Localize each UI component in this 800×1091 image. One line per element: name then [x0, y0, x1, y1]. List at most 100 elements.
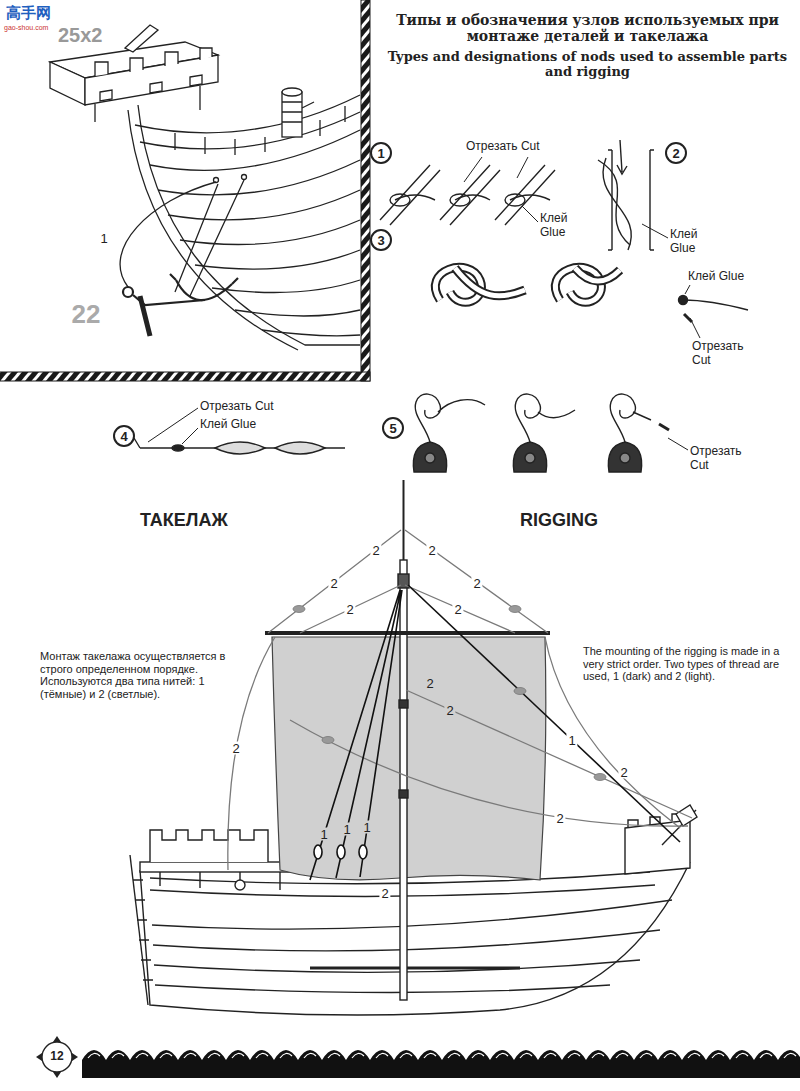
knot-five: [608, 394, 669, 472]
rigging-number: 2: [328, 577, 339, 590]
step-number-text: 5: [389, 422, 396, 435]
leader-line: [182, 428, 198, 444]
rigging-block: [509, 606, 521, 613]
page-number: 12: [50, 1050, 63, 1064]
ship-hull: [140, 862, 290, 872]
ship-hull: [155, 985, 610, 993]
knot-one: [380, 165, 440, 225]
knot-three: [555, 267, 620, 302]
knot-five: [515, 394, 575, 442]
knot-five: [659, 424, 669, 430]
part-count: 25x2: [58, 24, 103, 47]
ship-bow: [235, 310, 360, 316]
sail: [272, 637, 546, 880]
knot-four: [134, 438, 345, 454]
knot-one: [395, 195, 435, 200]
glue-note: Клей Glue: [670, 228, 704, 256]
rigging-note: The mounting of the rigging is made in a…: [583, 645, 788, 683]
rigging-number: 2: [344, 603, 355, 616]
wave-border: [82, 1050, 800, 1078]
ship-bow: [95, 86, 200, 122]
knot-five: [525, 453, 535, 463]
anchor: [176, 280, 232, 300]
knot-five: [413, 442, 446, 472]
rigging-number: 1: [341, 823, 352, 836]
rigging-number: 1: [566, 734, 577, 747]
light-rigging: [300, 585, 515, 633]
knot-two: [684, 314, 692, 322]
knot-four: [215, 442, 265, 454]
knot-five: [608, 442, 641, 472]
glue-note: Клей Glue: [688, 270, 744, 284]
step-number: 5: [382, 417, 404, 439]
anchor: [123, 274, 238, 336]
watermark: 高手网: [6, 4, 51, 21]
ship-hull: [130, 855, 148, 1005]
rigging-number: 2: [444, 704, 455, 717]
leader-line: [668, 438, 688, 450]
knot-one: [510, 195, 550, 200]
compass-rose: [36, 1036, 78, 1078]
mast: [265, 631, 550, 635]
ship-hull: [154, 960, 640, 972]
rigging-block: [293, 606, 606, 781]
rigging-number: 1: [361, 821, 372, 834]
section-heading: ТАКЕЛАЖ: [140, 510, 228, 531]
compass-rose: [53, 1036, 61, 1042]
ship-bow: [282, 92, 302, 137]
anchor: [123, 287, 133, 297]
watermark: gao-shou.com: [4, 24, 48, 32]
rigging-number: 2: [230, 742, 241, 755]
title: Типы и обозначения узлов используемых пр…: [385, 12, 790, 44]
anchor: [133, 295, 205, 305]
light-rigging: [268, 530, 548, 633]
ship-bow: [282, 102, 314, 122]
cut-note: Отрезать Cut: [466, 140, 540, 154]
light-rigging: [290, 720, 688, 826]
ship-bow: [95, 48, 212, 76]
rigging-note: Монтаж такелажа осуществляется в строго …: [40, 650, 245, 701]
dark-rigging: [359, 845, 367, 859]
knot-four: [275, 442, 325, 454]
ship-bow: [158, 160, 360, 195]
leader-line: [464, 157, 528, 182]
rigging-number: 2: [424, 677, 435, 690]
leader-line: [148, 157, 700, 450]
mast: [265, 480, 550, 1000]
rigging-number: 2: [471, 577, 482, 590]
cut-note: Отрезать Cut: [200, 400, 274, 414]
rigging-block: [594, 774, 606, 781]
ship-hull: [160, 872, 280, 890]
knot-five: [513, 394, 575, 472]
knot-three: [575, 268, 620, 281]
dark-rigging: [310, 590, 402, 880]
step-number: 3: [370, 229, 392, 251]
mast: [400, 560, 407, 1000]
knot-one: [455, 195, 490, 200]
knot-two: [598, 140, 748, 322]
knot-five: [413, 394, 485, 472]
wave-border: [82, 1050, 800, 1078]
rigging-number: 2: [554, 812, 565, 825]
glue-note: Клей Glue: [540, 212, 574, 240]
knot-five: [620, 453, 630, 463]
callout-number: 22: [72, 300, 101, 330]
ship-bow: [125, 25, 158, 52]
anchor-rope: [175, 180, 244, 296]
rigging-block: [514, 688, 526, 695]
callout-number: 1: [98, 232, 109, 245]
knot-five: [415, 394, 485, 442]
ship-bow: [140, 112, 360, 149]
leader-line: [148, 408, 198, 442]
step-number-text: 3: [377, 234, 384, 247]
ship-bow: [180, 220, 360, 245]
ship-bow: [262, 330, 360, 336]
rigging-number: 2: [426, 544, 437, 557]
ship-bow: [138, 105, 360, 345]
ship-hull: [235, 880, 245, 890]
ship-bow: [50, 25, 360, 350]
dark-rigging: [314, 845, 322, 859]
knot-five: [513, 442, 546, 472]
light-rigging: [228, 637, 275, 870]
leader-line: [685, 285, 690, 294]
